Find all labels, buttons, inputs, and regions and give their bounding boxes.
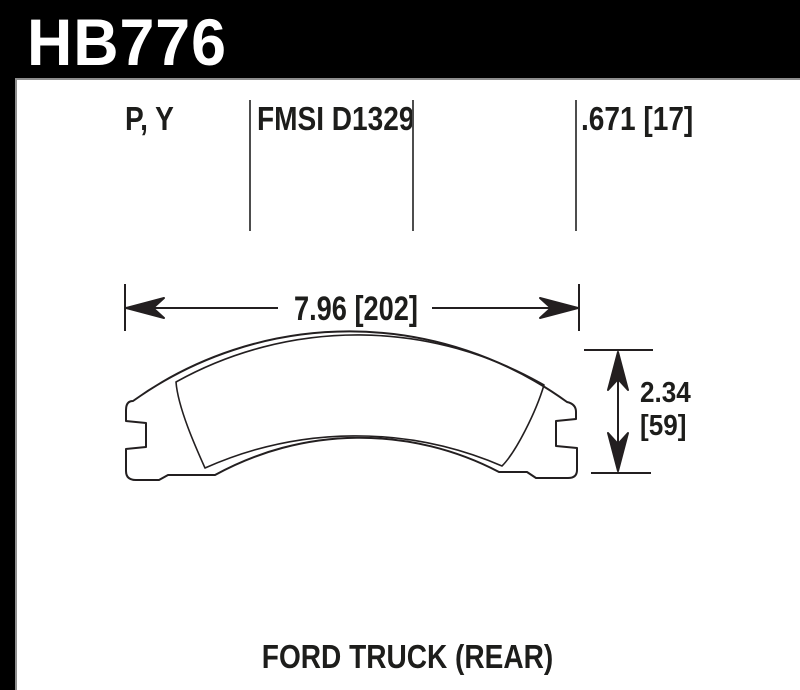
arrow-down-icon	[607, 432, 629, 472]
spec-pad-thickness: .671 [17]	[581, 100, 694, 137]
height-dimension-label-inches: 2.34	[640, 377, 691, 409]
arrow-up-icon	[607, 351, 629, 391]
width-dimension-line	[124, 284, 580, 331]
application-label: FORD TRUCK (REAR)	[261, 638, 554, 675]
content-panel	[15, 78, 800, 690]
part-number: HB776	[27, 5, 227, 79]
spec-compounds: P, Y	[125, 100, 174, 137]
column-divider	[249, 100, 251, 231]
arrow-left-icon	[125, 297, 165, 319]
arrow-right-icon	[539, 297, 579, 319]
column-divider	[575, 100, 577, 231]
friction-material-outline	[175, 334, 545, 469]
column-divider	[412, 100, 414, 231]
height-dimension-line	[584, 349, 653, 474]
backing-plate-outline	[125, 330, 578, 481]
width-dimension-label: 7.96 [202]	[294, 290, 418, 328]
height-dimension-label-mm: [59]	[640, 410, 687, 442]
spec-fmsi-number: FMSI D1329	[257, 100, 415, 137]
